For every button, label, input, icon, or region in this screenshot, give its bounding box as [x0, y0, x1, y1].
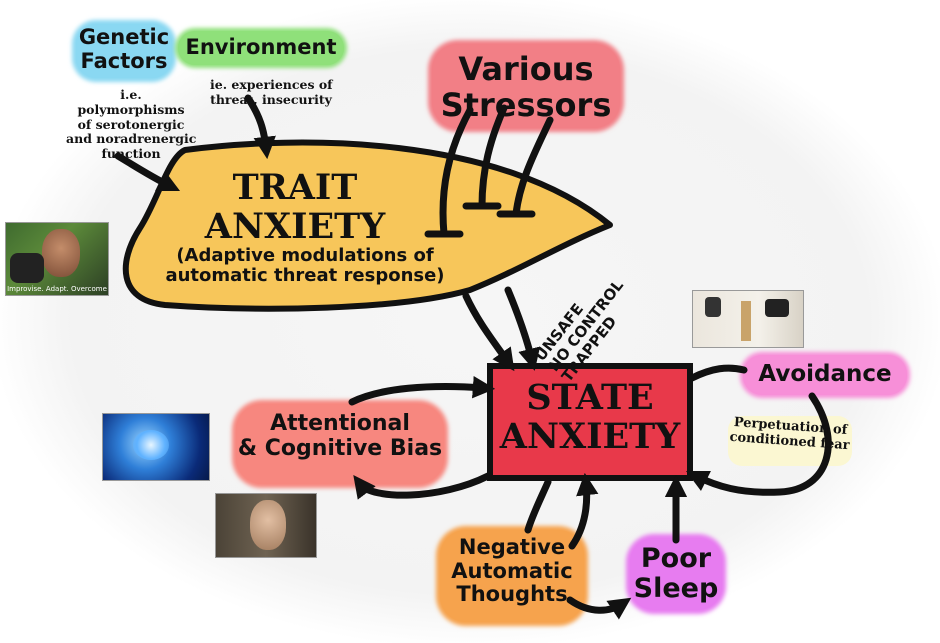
- camera-shape: [10, 253, 44, 283]
- negative-thoughts-cloud: [436, 526, 588, 626]
- genetic-factors-cloud: [72, 20, 176, 82]
- perpetuation-note-bg: [728, 416, 852, 466]
- state-to-thoughts-line: [524, 478, 552, 534]
- state-to-avoidance-line: [688, 364, 748, 382]
- jumping-person-photo: [692, 290, 804, 348]
- jumper-figure-left: [705, 297, 721, 317]
- stressor-inhibit-1: [439, 106, 474, 238]
- trait-anxiety-shape: [122, 139, 613, 312]
- survivalist-caption: Improvise. Adapt. Overcome: [7, 285, 107, 293]
- woman-face-shape: [250, 500, 286, 550]
- poor-sleep-cloud: [626, 534, 726, 614]
- avoidance-title: Avoidance: [758, 361, 892, 387]
- survivalist-photo: Improvise. Adapt. Overcome: [5, 222, 109, 296]
- environment-title: Environment: [185, 35, 337, 59]
- trait-to-state-arrow-2: [504, 286, 541, 371]
- glowing-brain-photo: [102, 413, 210, 481]
- bias-to-state-arrow: [348, 376, 496, 406]
- brain-glow: [133, 430, 169, 460]
- trait-to-state-arrow-1: [462, 292, 515, 372]
- stressor-inhibit-3: [512, 116, 554, 218]
- attentional-bias-title: Attentional& Cognitive Bias: [237, 411, 443, 461]
- environment-to-trait-arrow: [244, 94, 276, 160]
- thoughts-to-state-arrow: [568, 472, 599, 550]
- jumper-figure-right: [765, 299, 789, 317]
- face-shape: [42, 229, 80, 277]
- avoidance-cloud: [740, 352, 910, 398]
- attentional-bias-cloud: [232, 400, 448, 488]
- thoughts-to-sleep-arrow: [566, 596, 632, 620]
- avoidance-to-state-arrow: [685, 392, 832, 496]
- door-shape: [741, 301, 751, 341]
- stressor-inhibit-2: [478, 104, 508, 210]
- stressors-cloud: [428, 40, 624, 132]
- genetic-to-trait-arrow: [114, 152, 181, 192]
- state-to-bias-arrow: [353, 472, 492, 500]
- state-anxiety-box: [487, 363, 693, 481]
- confused-math-woman-photo: [215, 493, 317, 558]
- environment-cloud: [175, 28, 347, 68]
